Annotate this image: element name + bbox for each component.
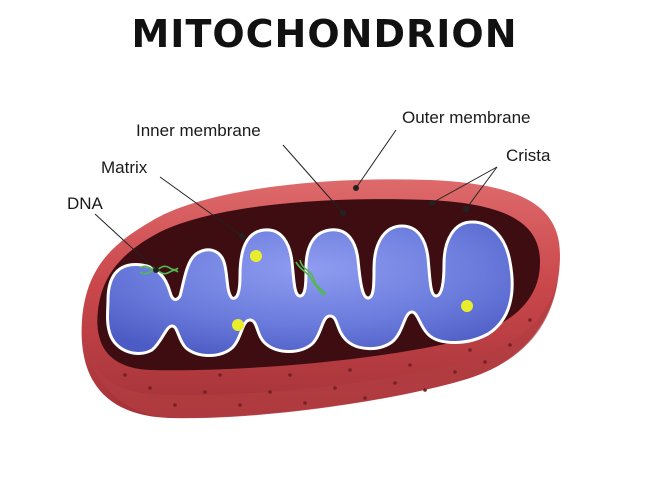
label-outer-membrane: Outer membrane [402,108,531,127]
label-inner-membrane: Inner membrane [136,121,261,140]
dna-strands [139,259,327,297]
label-dna: DNA [67,194,103,213]
outer-membrane-underside [84,280,558,419]
label-crista: Crista [506,146,551,165]
leader-lines [94,129,498,273]
label-matrix: Matrix [101,158,148,177]
ribosomes [232,250,473,331]
diagram-title: MITOCHONDRION [131,12,518,56]
surface-dots [123,318,532,407]
matrix-cristae [106,220,514,357]
